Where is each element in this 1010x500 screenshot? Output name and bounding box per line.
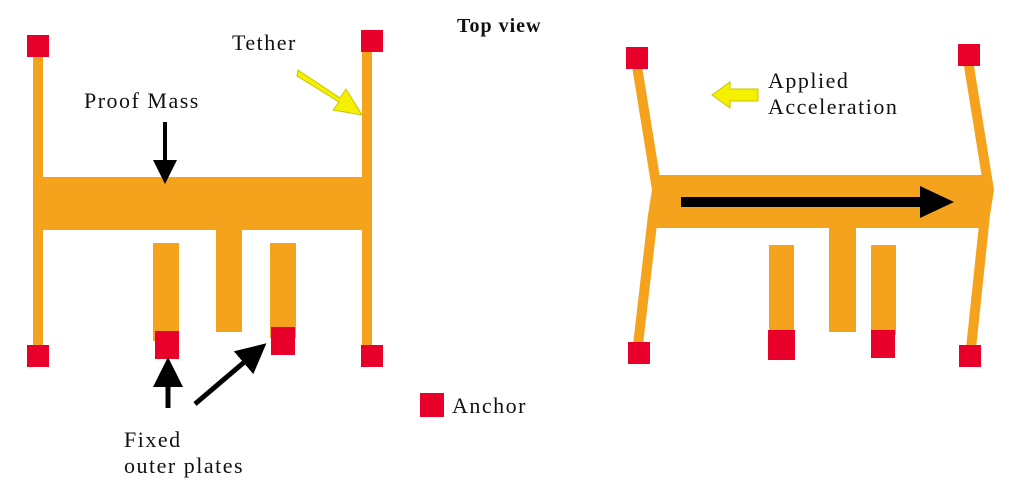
anchor: [959, 345, 981, 367]
anchor: [361, 345, 383, 367]
anchor: [27, 35, 49, 57]
fixed-outer-plates-label: Fixed outer plates: [124, 427, 244, 479]
fixed-plate-right: [871, 245, 896, 335]
fixed-plate-right: [270, 243, 296, 338]
fixed-outer-plates-line1: Fixed: [124, 427, 182, 452]
anchor: [27, 345, 49, 367]
tether-arrow: [296, 69, 364, 116]
proof-mass: [38, 177, 372, 230]
rest-state-device: [27, 30, 383, 408]
anchor: [871, 330, 895, 358]
diagram-title: Top view: [457, 15, 542, 37]
anchor: [155, 331, 179, 359]
fixed-outer-plates-line2: outer plates: [124, 453, 245, 478]
acceleration-arrow: [711, 81, 759, 109]
fixed-plate-left: [153, 243, 179, 341]
anchor: [361, 30, 383, 52]
anchor: [958, 44, 980, 66]
anchor: [628, 342, 650, 364]
accelerated-state-device: [626, 44, 994, 367]
mass-finger: [216, 228, 242, 332]
displacement-arrowhead: [920, 186, 954, 218]
applied-acceleration-label: Applied Acceleration: [768, 68, 898, 120]
legend-anchor-label: Anchor: [452, 393, 527, 418]
anchor: [626, 47, 648, 69]
fixed-plate-left: [769, 245, 794, 335]
applied-acceleration-line2: Acceleration: [768, 94, 899, 119]
right-tether-bent: [963, 60, 994, 358]
applied-acceleration-line1: Applied: [768, 68, 850, 93]
anchor: [271, 327, 295, 355]
mass-finger-displaced: [829, 226, 856, 332]
anchor: [768, 330, 795, 360]
tether-label: Tether: [232, 30, 297, 55]
fixed-plate-arrow: [193, 343, 267, 406]
proof-mass-label: Proof Mass: [84, 88, 200, 113]
legend-anchor-swatch: [420, 393, 444, 417]
